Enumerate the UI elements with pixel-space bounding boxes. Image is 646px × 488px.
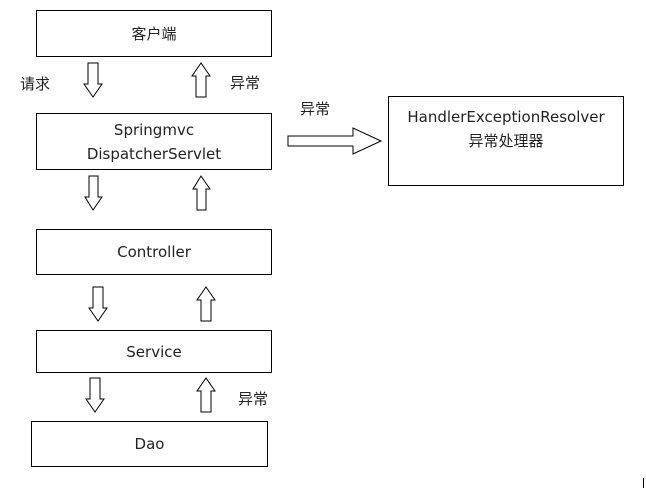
service-box: Service [36, 330, 272, 373]
request-label: 请求 [20, 75, 51, 93]
dispatcher-label-line1: Springmvc [113, 120, 195, 139]
arrow-up-exception-icon [191, 62, 211, 98]
arrow-up-controller-dispatcher-icon [192, 175, 211, 211]
exception-resolver-box: HandlerExceptionResolver 异常处理器 [388, 96, 624, 186]
dao-box: Dao [31, 421, 268, 467]
client-label: 客户端 [131, 24, 177, 43]
exception-label-client: 异常 [230, 74, 261, 92]
arrow-down-service-dao-icon [85, 377, 105, 413]
arrow-up-dao-service-icon [196, 377, 216, 413]
exception-label-resolver: 异常 [300, 100, 331, 118]
service-label: Service [126, 342, 182, 361]
dispatcher-label-line2: DispatcherServlet [86, 144, 222, 163]
resolver-label-line1: HandlerExceptionResolver [407, 108, 605, 126]
arrow-right-to-resolver-icon [287, 127, 383, 155]
arrow-down-request-icon [83, 62, 103, 98]
exception-label-dao: 异常 [238, 390, 269, 408]
controller-box: Controller [36, 229, 272, 275]
arrow-down-dispatcher-controller-icon [84, 175, 103, 211]
dao-label: Dao [134, 435, 165, 453]
client-box: 客户端 [36, 10, 272, 57]
dispatcher-servlet-box: Springmvc DispatcherServlet [36, 113, 272, 170]
controller-label: Controller [117, 243, 191, 261]
arrow-down-controller-service-icon [88, 286, 108, 322]
arrow-up-service-controller-icon [196, 286, 216, 322]
resolver-label-line2: 异常处理器 [468, 132, 544, 150]
edge-mark [643, 478, 644, 488]
